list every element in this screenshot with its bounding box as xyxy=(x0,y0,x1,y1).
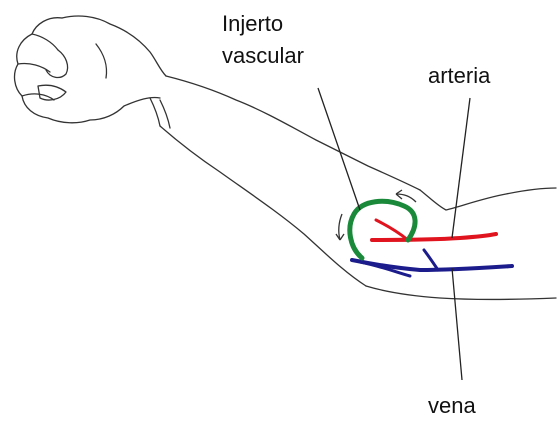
artery-branch xyxy=(376,220,408,240)
fist-thumb xyxy=(62,16,166,76)
artery-leader-line xyxy=(452,98,470,238)
flow-arrow-top xyxy=(396,194,416,202)
flow-arrow-left xyxy=(339,214,342,240)
finger-nail xyxy=(38,85,66,100)
finger-2 xyxy=(18,63,50,72)
artery-vessel xyxy=(372,234,496,240)
finger-1 xyxy=(32,34,58,50)
vein xyxy=(352,250,512,276)
vein-label: vena xyxy=(428,392,476,420)
fist-outline xyxy=(15,18,160,123)
upper-arm-bottom-edge xyxy=(366,286,556,300)
graft-label-line2: vascular xyxy=(222,42,304,70)
leader-lines xyxy=(318,88,470,380)
thumb-tip xyxy=(46,50,68,77)
artery xyxy=(372,220,496,240)
finger-3 xyxy=(22,94,54,100)
graft-label-line1: Injerto xyxy=(222,10,283,38)
knuckle-crease xyxy=(96,44,107,78)
forearm-top-edge xyxy=(166,76,420,190)
wrist-crease-1 xyxy=(150,98,160,126)
vein-graft-join xyxy=(424,250,438,270)
artery-label: arteria xyxy=(428,62,490,90)
elbow-outline xyxy=(420,188,556,210)
vein-leader-line xyxy=(452,268,462,380)
graft-leader-line xyxy=(318,88,360,210)
wrist-crease-2 xyxy=(160,100,170,128)
